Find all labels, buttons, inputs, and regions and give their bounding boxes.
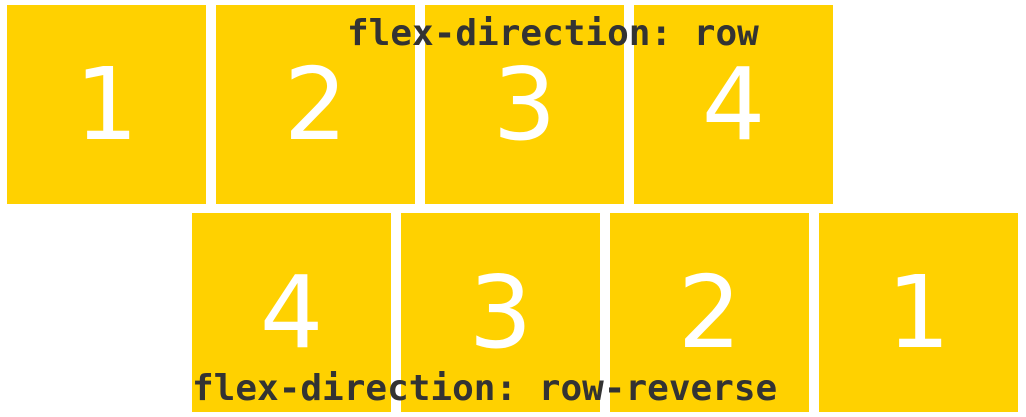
flex-item-box: 1 [819, 213, 1018, 412]
flex-direction-row-label: flex-direction: row [347, 13, 759, 54]
flex-item-box: 1 [7, 5, 206, 204]
flex-row-reverse-container: 4 3 2 1 [192, 213, 1018, 412]
flex-item-box: 3 [401, 213, 600, 412]
flex-item-number: 3 [492, 45, 557, 163]
flex-item-number: 1 [886, 253, 951, 371]
flex-item-number: 2 [283, 45, 348, 163]
flex-item-box: 2 [216, 5, 415, 204]
flex-item-box: 2 [610, 213, 809, 412]
flex-row-container: 1 2 3 4 [7, 5, 833, 204]
flex-item-box: 3 [425, 5, 624, 204]
flex-direction-row-reverse-label: flex-direction: row-reverse [192, 368, 778, 409]
flex-item-box: 4 [192, 213, 391, 412]
flex-item-number: 3 [468, 253, 533, 371]
flex-item-number: 1 [74, 45, 139, 163]
flex-item-number: 4 [701, 45, 766, 163]
flex-item-number: 4 [259, 253, 324, 371]
flex-item-box: 4 [634, 5, 833, 204]
flex-item-number: 2 [677, 253, 742, 371]
